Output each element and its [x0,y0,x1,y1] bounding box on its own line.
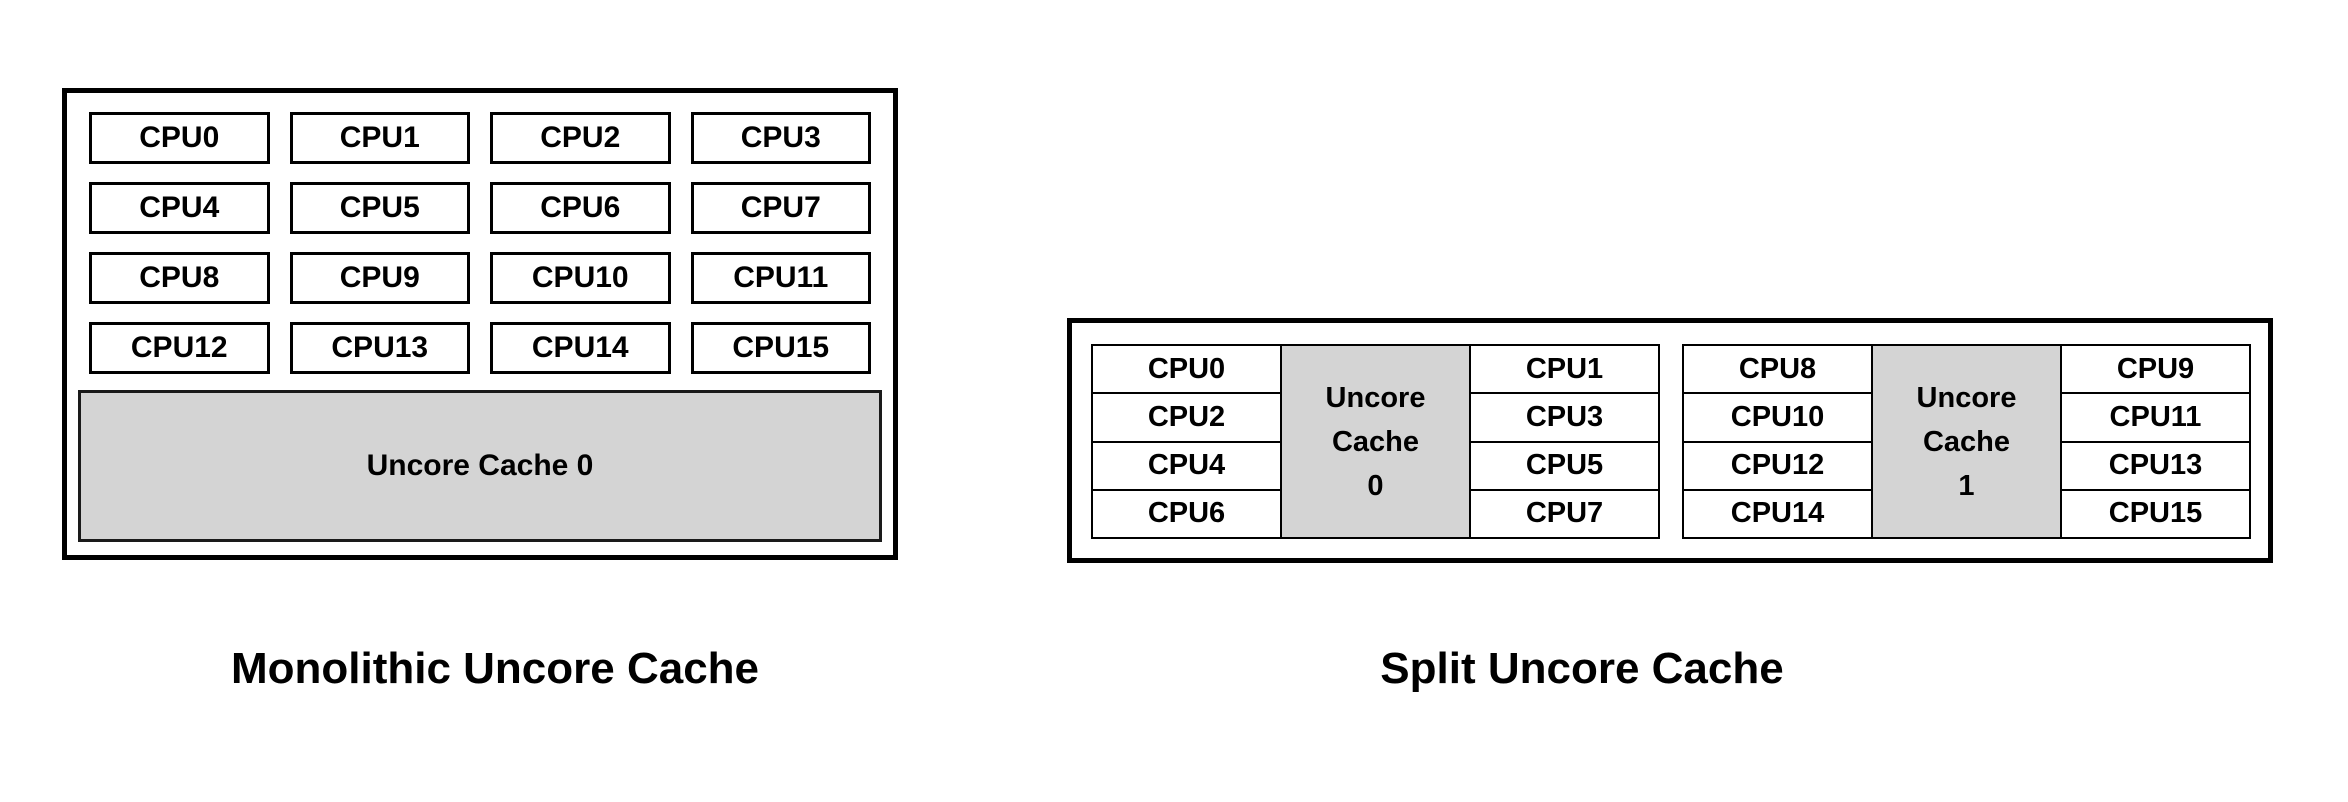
cpu-cluster-0: CPU0 CPU2 CPU4 CPU6 Uncore Cache 0 CPU1 … [1091,344,1660,539]
cpu-cell: CPU3 [1469,392,1660,443]
uncore-cache-0-block: Uncore Cache 0 [1280,344,1471,539]
cpu-cell: CPU8 [1682,344,1873,395]
cache-line: Uncore [1325,381,1426,414]
cpu-cell: CPU2 [1091,392,1282,443]
cpu-cell: CPU9 [2060,344,2251,395]
cpu-cell: CPU15 [2060,488,2251,539]
cpu-cell: CPU12 [1682,440,1873,491]
monolithic-uncore-diagram: CPU0 CPU1 CPU2 CPU3 CPU4 CPU5 CPU6 CPU7 … [62,88,898,560]
cache-line: Cache [1331,425,1420,458]
cpu-box-3: CPU3 [690,112,871,164]
cpu-box-5: CPU5 [289,182,470,234]
cpu-cell: CPU4 [1091,440,1282,491]
cpu-cell: CPU6 [1091,488,1282,539]
cpu-cell: CPU5 [1469,440,1660,491]
cache-line: Uncore [1916,381,2017,414]
cpu-cell: CPU11 [2060,392,2251,443]
uncore-cache-1-block: Uncore Cache 1 [1871,344,2062,539]
cpu-cell: CPU10 [1682,392,1873,443]
caption-monolithic: Monolithic Uncore Cache [230,644,760,693]
cpu-box-6: CPU6 [490,182,671,234]
cpu-box-8: CPU8 [89,252,270,304]
cpu-box-0: CPU0 [89,112,270,164]
cluster0-left-cpu-column: CPU0 CPU2 CPU4 CPU6 [1091,344,1282,539]
uncore-cache-0-bar: Uncore Cache 0 [78,390,882,542]
cpu-cell: CPU1 [1469,344,1660,395]
cpu-cell: CPU13 [2060,440,2251,491]
cache-line: 1 [1958,469,1975,502]
cluster1-cache-column: Uncore Cache 1 [1871,344,2062,539]
cpu-box-10: CPU10 [490,252,671,304]
cpu-box-7: CPU7 [690,182,871,234]
cpu-box-11: CPU11 [690,252,871,304]
cpu-box-4: CPU4 [89,182,270,234]
cluster0-cache-column: Uncore Cache 0 [1280,344,1471,539]
cpu-box-15: CPU15 [690,322,871,374]
cpu-cluster-1: CPU8 CPU10 CPU12 CPU14 Uncore Cache 1 CP… [1682,344,2251,539]
cpu-box-13: CPU13 [289,322,470,374]
cpu-cell: CPU14 [1682,488,1873,539]
cluster0-right-cpu-column: CPU1 CPU3 CPU5 CPU7 [1469,344,1660,539]
cpu-box-1: CPU1 [289,112,470,164]
caption-split: Split Uncore Cache [1380,644,1784,693]
cpu-box-2: CPU2 [490,112,671,164]
cluster1-left-cpu-column: CPU8 CPU10 CPU12 CPU14 [1682,344,1873,539]
cpu-cell: CPU7 [1469,488,1660,539]
cache-line: 0 [1367,469,1384,502]
split-uncore-diagram: CPU0 CPU2 CPU4 CPU6 Uncore Cache 0 CPU1 … [1067,318,2273,563]
cpu-cell: CPU0 [1091,344,1282,395]
monolithic-cpu-grid: CPU0 CPU1 CPU2 CPU3 CPU4 CPU5 CPU6 CPU7 … [89,112,871,374]
cpu-box-12: CPU12 [89,322,270,374]
cache-line: Cache [1922,425,2011,458]
cpu-box-14: CPU14 [490,322,671,374]
cluster1-right-cpu-column: CPU9 CPU11 CPU13 CPU15 [2060,344,2251,539]
cpu-box-9: CPU9 [289,252,470,304]
